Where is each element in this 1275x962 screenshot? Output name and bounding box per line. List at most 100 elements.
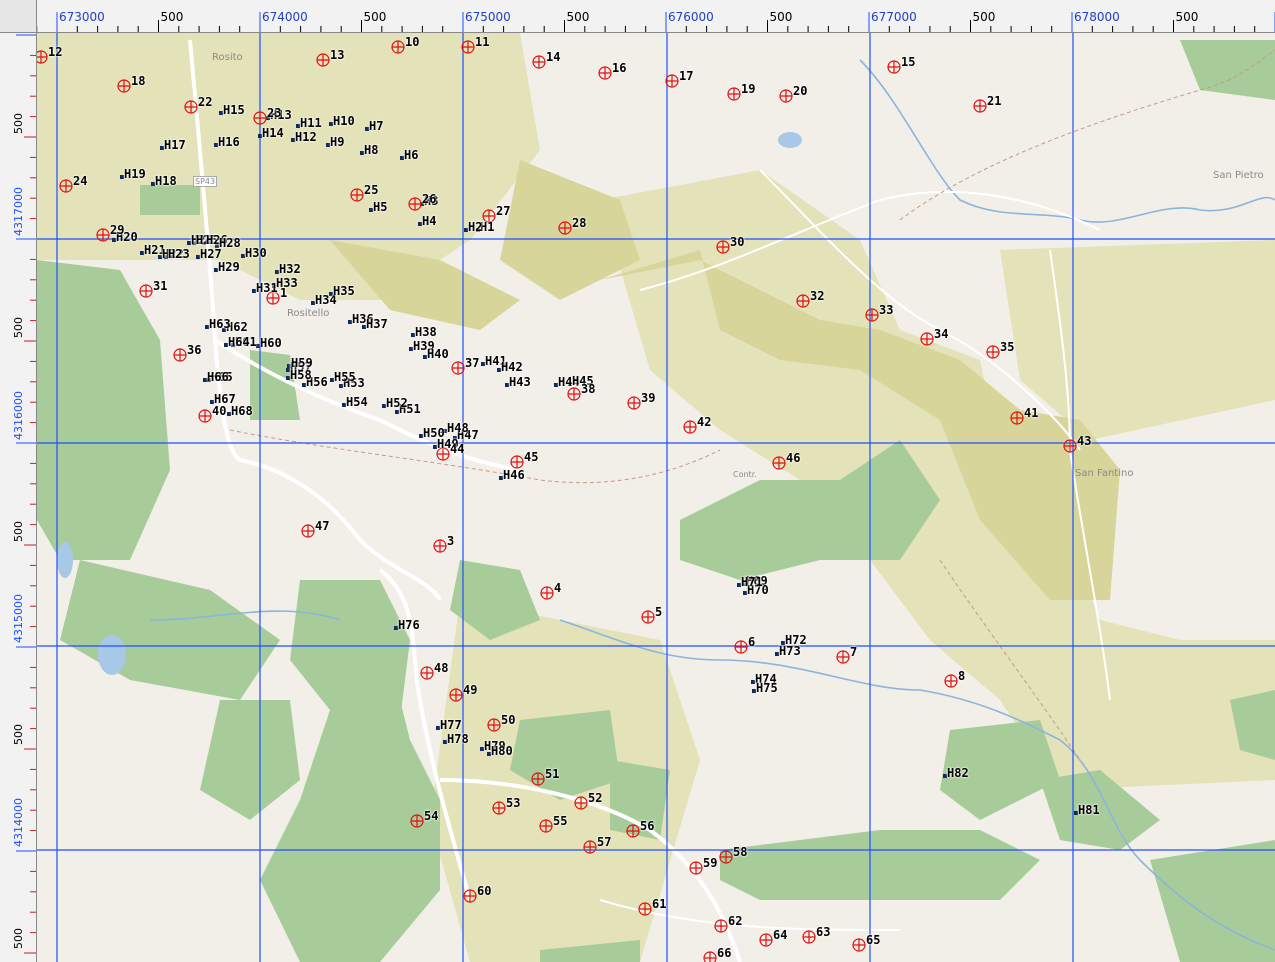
red-crosshair-marker[interactable] xyxy=(558,221,572,235)
dark-point-marker[interactable] xyxy=(400,156,404,160)
dark-point-marker[interactable] xyxy=(436,726,440,730)
red-crosshair-marker[interactable] xyxy=(531,772,545,786)
red-crosshair-marker[interactable] xyxy=(184,100,198,114)
red-crosshair-marker[interactable] xyxy=(510,455,524,469)
dark-point-marker[interactable] xyxy=(224,343,228,347)
dark-point-marker[interactable] xyxy=(476,228,480,232)
dark-point-marker[interactable] xyxy=(203,378,207,382)
red-crosshair-marker[interactable] xyxy=(734,640,748,654)
dark-point-marker[interactable] xyxy=(227,412,231,416)
dark-point-marker[interactable] xyxy=(480,747,484,751)
red-crosshair-marker[interactable] xyxy=(96,228,110,242)
dark-point-marker[interactable] xyxy=(751,680,755,684)
dark-point-marker[interactable] xyxy=(487,752,491,756)
dark-point-marker[interactable] xyxy=(781,641,785,645)
dark-point-marker[interactable] xyxy=(219,111,223,115)
red-crosshair-marker[interactable] xyxy=(117,79,131,93)
dark-point-marker[interactable] xyxy=(192,241,196,245)
dark-point-marker[interactable] xyxy=(202,241,206,245)
dark-point-marker[interactable] xyxy=(329,122,333,126)
red-crosshair-marker[interactable] xyxy=(638,902,652,916)
dark-point-marker[interactable] xyxy=(210,400,214,404)
dark-point-marker[interactable] xyxy=(164,255,168,259)
red-crosshair-marker[interactable] xyxy=(461,40,475,54)
red-crosshair-marker[interactable] xyxy=(173,348,187,362)
red-crosshair-marker[interactable] xyxy=(944,674,958,688)
dark-point-marker[interactable] xyxy=(394,626,398,630)
dark-point-marker[interactable] xyxy=(743,591,747,595)
dark-point-marker[interactable] xyxy=(382,404,386,408)
dark-point-marker[interactable] xyxy=(286,368,290,372)
dark-point-marker[interactable] xyxy=(215,244,219,248)
red-crosshair-marker[interactable] xyxy=(487,718,501,732)
red-crosshair-marker[interactable] xyxy=(973,99,987,113)
red-crosshair-marker[interactable] xyxy=(391,40,405,54)
dark-point-marker[interactable] xyxy=(258,134,262,138)
dark-point-marker[interactable] xyxy=(302,383,306,387)
dark-point-marker[interactable] xyxy=(266,116,270,120)
red-crosshair-marker[interactable] xyxy=(920,332,934,346)
dark-point-marker[interactable] xyxy=(409,347,413,351)
red-crosshair-marker[interactable] xyxy=(836,650,850,664)
red-crosshair-marker[interactable] xyxy=(727,87,741,101)
red-crosshair-marker[interactable] xyxy=(714,919,728,933)
red-crosshair-marker[interactable] xyxy=(492,801,506,815)
red-crosshair-marker[interactable] xyxy=(420,666,434,680)
red-crosshair-marker[interactable] xyxy=(759,933,773,947)
red-crosshair-marker[interactable] xyxy=(574,796,588,810)
red-crosshair-marker[interactable] xyxy=(802,930,816,944)
dark-point-marker[interactable] xyxy=(120,175,124,179)
red-crosshair-marker[interactable] xyxy=(719,850,733,864)
dark-point-marker[interactable] xyxy=(158,255,162,259)
dark-point-marker[interactable] xyxy=(362,325,366,329)
red-crosshair-marker[interactable] xyxy=(641,610,655,624)
red-crosshair-marker[interactable] xyxy=(598,66,612,80)
dark-point-marker[interactable] xyxy=(339,384,343,388)
red-crosshair-marker[interactable] xyxy=(59,179,73,193)
dark-point-marker[interactable] xyxy=(418,222,422,226)
dark-point-marker[interactable] xyxy=(423,355,427,359)
dark-point-marker[interactable] xyxy=(411,333,415,337)
red-crosshair-marker[interactable] xyxy=(539,819,553,833)
dark-point-marker[interactable] xyxy=(287,364,291,368)
dark-point-marker[interactable] xyxy=(207,378,211,382)
dark-point-marker[interactable] xyxy=(151,182,155,186)
dark-point-marker[interactable] xyxy=(348,320,352,324)
dark-point-marker[interactable] xyxy=(499,476,503,480)
dark-point-marker[interactable] xyxy=(326,143,330,147)
red-crosshair-marker[interactable] xyxy=(1010,411,1024,425)
dark-point-marker[interactable] xyxy=(443,740,447,744)
dark-point-marker[interactable] xyxy=(187,241,191,245)
dark-point-marker[interactable] xyxy=(395,410,399,414)
dark-point-marker[interactable] xyxy=(160,146,164,150)
red-crosshair-marker[interactable] xyxy=(887,60,901,74)
dark-point-marker[interactable] xyxy=(275,270,279,274)
dark-point-marker[interactable] xyxy=(205,325,209,329)
red-crosshair-marker[interactable] xyxy=(1063,439,1077,453)
red-crosshair-marker[interactable] xyxy=(540,586,554,600)
red-crosshair-marker[interactable] xyxy=(689,861,703,875)
red-crosshair-marker[interactable] xyxy=(449,688,463,702)
red-crosshair-marker[interactable] xyxy=(433,539,447,553)
red-crosshair-marker[interactable] xyxy=(703,951,717,962)
dark-point-marker[interactable] xyxy=(296,124,300,128)
red-crosshair-marker[interactable] xyxy=(852,938,866,952)
red-crosshair-marker[interactable] xyxy=(583,840,597,854)
dark-point-marker[interactable] xyxy=(272,284,276,288)
dark-point-marker[interactable] xyxy=(196,255,200,259)
red-crosshair-marker[interactable] xyxy=(716,240,730,254)
dark-point-marker[interactable] xyxy=(369,208,373,212)
dark-point-marker[interactable] xyxy=(433,445,437,449)
red-crosshair-marker[interactable] xyxy=(266,291,280,305)
dark-point-marker[interactable] xyxy=(419,434,423,438)
dark-point-marker[interactable] xyxy=(365,127,369,131)
red-crosshair-marker[interactable] xyxy=(316,53,330,67)
red-crosshair-marker[interactable] xyxy=(436,447,450,461)
dark-point-marker[interactable] xyxy=(497,368,501,372)
red-crosshair-marker[interactable] xyxy=(865,308,879,322)
dark-point-marker[interactable] xyxy=(291,138,295,142)
red-crosshair-marker[interactable] xyxy=(986,345,1000,359)
red-crosshair-marker[interactable] xyxy=(301,524,315,538)
dark-point-marker[interactable] xyxy=(505,383,509,387)
